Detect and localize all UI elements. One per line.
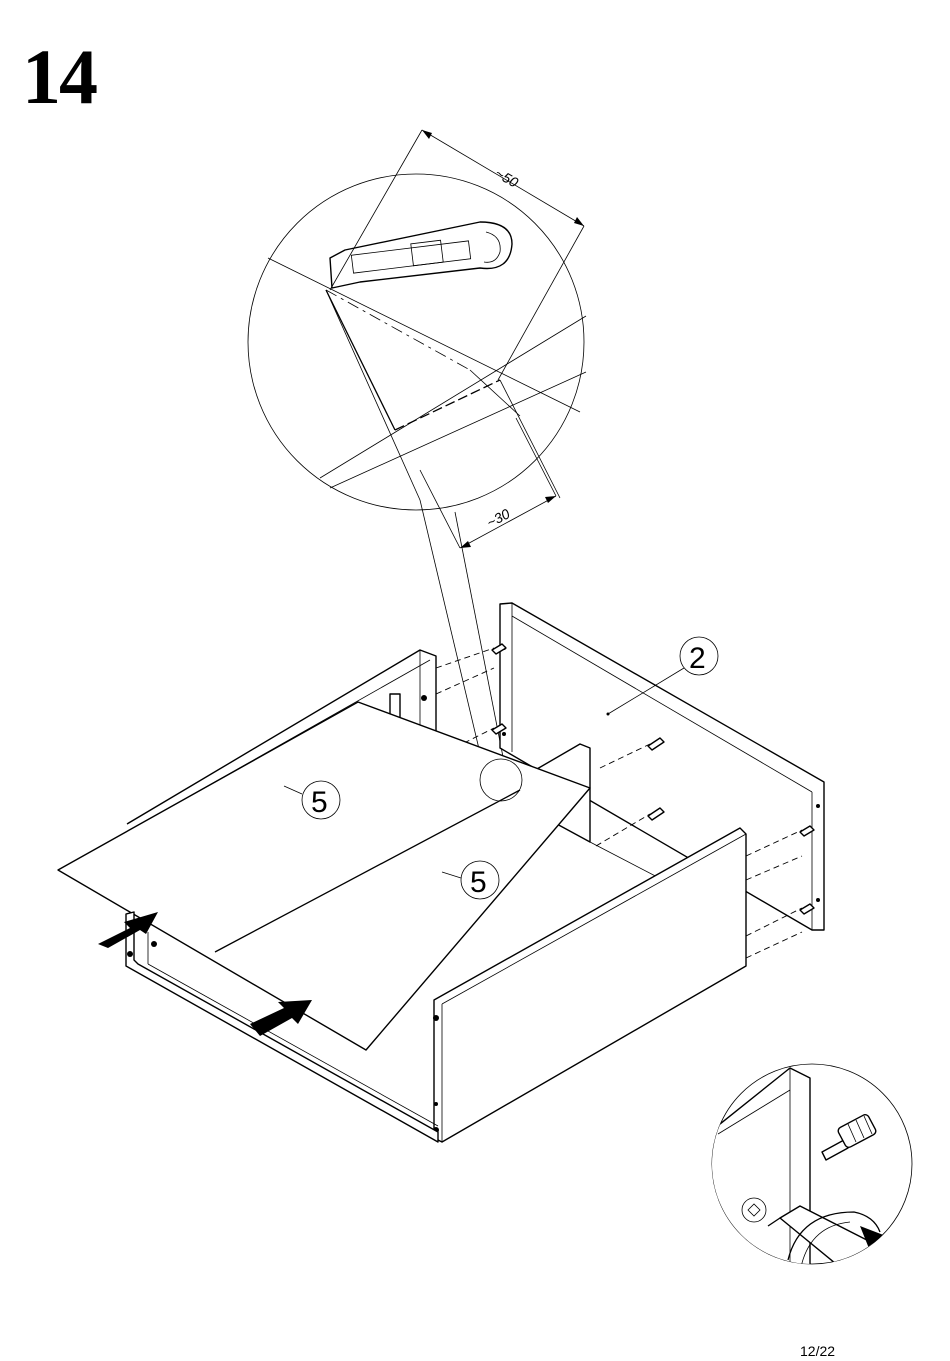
page-number: 12/22 [800, 1343, 835, 1359]
part-label-2: 2 [689, 642, 706, 675]
push-arrow-icon [250, 1000, 312, 1036]
part-label-5-left: 5 [311, 786, 328, 819]
dimension-short-label: ~30 [484, 505, 513, 530]
dowel-icon [822, 1113, 877, 1160]
part-label-5-right: 5 [470, 866, 487, 899]
dimension-short: ~30 [420, 418, 556, 548]
detail-panel-edges [268, 258, 586, 500]
drawer-stop-clip-icon [330, 222, 512, 288]
drawer-assembly [58, 603, 824, 1142]
screwdriver-detail [700, 1064, 912, 1300]
